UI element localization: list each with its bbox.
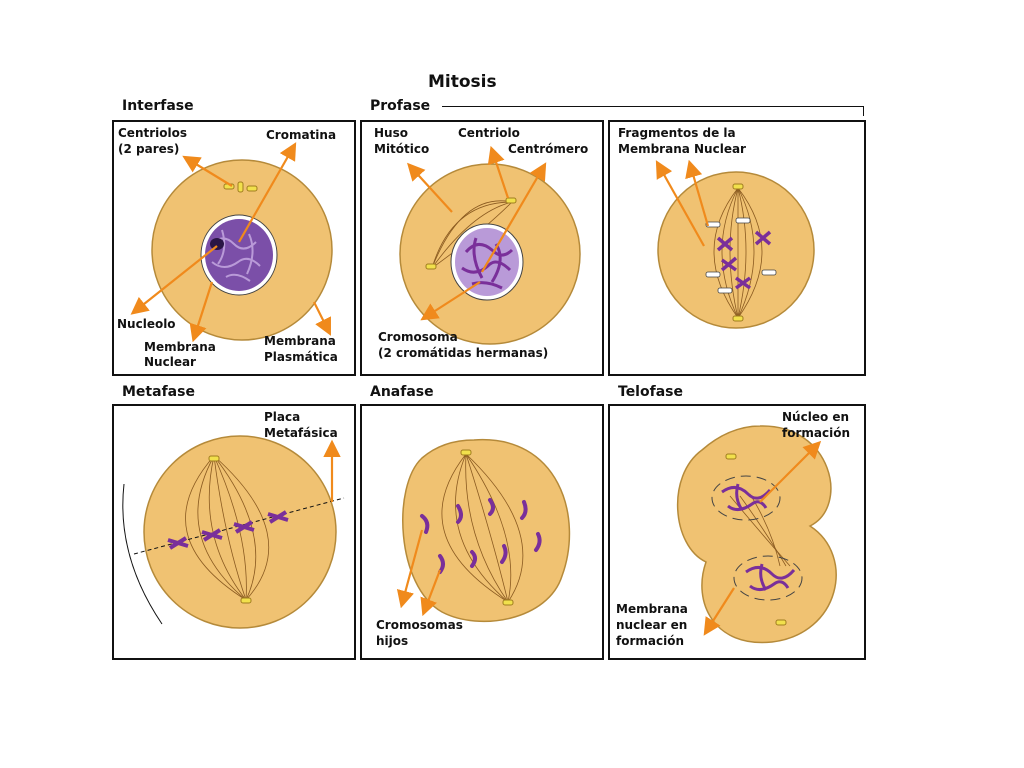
label-huso: Huso	[374, 126, 408, 140]
phase-label-anafase: Anafase	[370, 384, 434, 400]
metafase-illustration	[122, 435, 345, 629]
chromosomes	[716, 230, 772, 290]
anafase-illustration	[396, 439, 571, 623]
phase-label-interfase: Interfase	[122, 98, 194, 114]
centrioles	[725, 453, 787, 626]
phase-label-telofase: Telofase	[618, 384, 683, 400]
chromosomes	[167, 510, 289, 550]
label-2-cromatidas: (2 cromátidas hermanas)	[378, 346, 549, 360]
panel-metafase: Placa Metafásica	[112, 404, 356, 660]
phase-label-metafase: Metafase	[122, 384, 195, 400]
chromosome-masses	[721, 483, 796, 591]
panel-interfase: Centriolos (2 pares) Cromatina Nucleolo …	[112, 120, 356, 376]
label-formacion-2: formación	[616, 634, 684, 648]
label-hijos: hijos	[376, 634, 409, 648]
centrioles	[425, 197, 517, 270]
label-formacion: formación	[782, 426, 850, 440]
bracket	[122, 483, 163, 625]
label-mitotico: Mitótico	[374, 142, 430, 156]
label-2-pares: (2 pares)	[118, 142, 180, 156]
centrioles	[460, 449, 514, 606]
label-membrana-plasmatica-1: Membrana	[264, 334, 336, 348]
label-membrana-nuclear-2: Nuclear	[144, 355, 196, 369]
chromatin	[211, 229, 261, 282]
cell-body	[657, 171, 815, 329]
centrioles	[732, 183, 744, 322]
panel-profase: Huso Mitótico Centriolo Centrómero Cromo…	[360, 120, 604, 376]
label-cromosoma: Cromosoma	[378, 330, 458, 344]
label-cromosomas: Cromosomas	[376, 618, 463, 632]
label-placa: Placa	[264, 410, 301, 424]
spindle-fibers	[441, 453, 524, 603]
phase-label-profase: Profase	[370, 98, 431, 114]
label-centromero: Centrómero	[508, 142, 589, 156]
label-membrana: Membrana	[616, 602, 688, 616]
cell-body	[402, 439, 571, 623]
telofase-illustration	[676, 425, 837, 644]
label-nucleo-en: Núcleo en	[782, 410, 850, 424]
panel-telofase: Núcleo en formación Membrana nuclear en …	[608, 404, 866, 660]
profase-bracket-line	[442, 106, 864, 107]
label-membrana-nuclear: Membrana Nuclear	[618, 142, 746, 156]
membrane-fragments	[705, 217, 777, 294]
label-nucleolo: Nucleolo	[117, 317, 176, 331]
nucleus	[205, 219, 273, 291]
label-cromatina: Cromatina	[266, 128, 337, 142]
label-centriolos: Centriolos	[118, 126, 187, 140]
midbody-fibers	[729, 493, 791, 567]
centrioles	[208, 455, 252, 604]
label-nuclear-en: nuclear en	[616, 618, 688, 632]
prometafase-illustration	[655, 159, 815, 329]
label-centriolo: Centriolo	[458, 126, 520, 140]
label-membrana-plasmatica-2: Plasmática	[264, 350, 338, 364]
panel-prometafase: Fragmentos de la Membrana Nuclear	[608, 120, 866, 376]
nucleolus	[210, 238, 224, 250]
cell-body	[676, 425, 837, 644]
spindle-fibers	[713, 187, 763, 319]
diagram-title: Mitosis	[428, 72, 497, 92]
forming-nuclear-membranes	[711, 475, 803, 601]
label-fragmentos: Fragmentos de la	[618, 126, 736, 140]
profase-bracket-tick	[863, 106, 864, 116]
interfase-illustration	[130, 142, 333, 343]
profase-illustration	[399, 145, 581, 345]
label-membrana-nuclear-1: Membrana	[144, 340, 216, 354]
chromosomes	[461, 237, 514, 290]
label-metafasica: Metafásica	[264, 426, 338, 440]
panel-anafase: Cromosomas hijos	[360, 404, 604, 660]
